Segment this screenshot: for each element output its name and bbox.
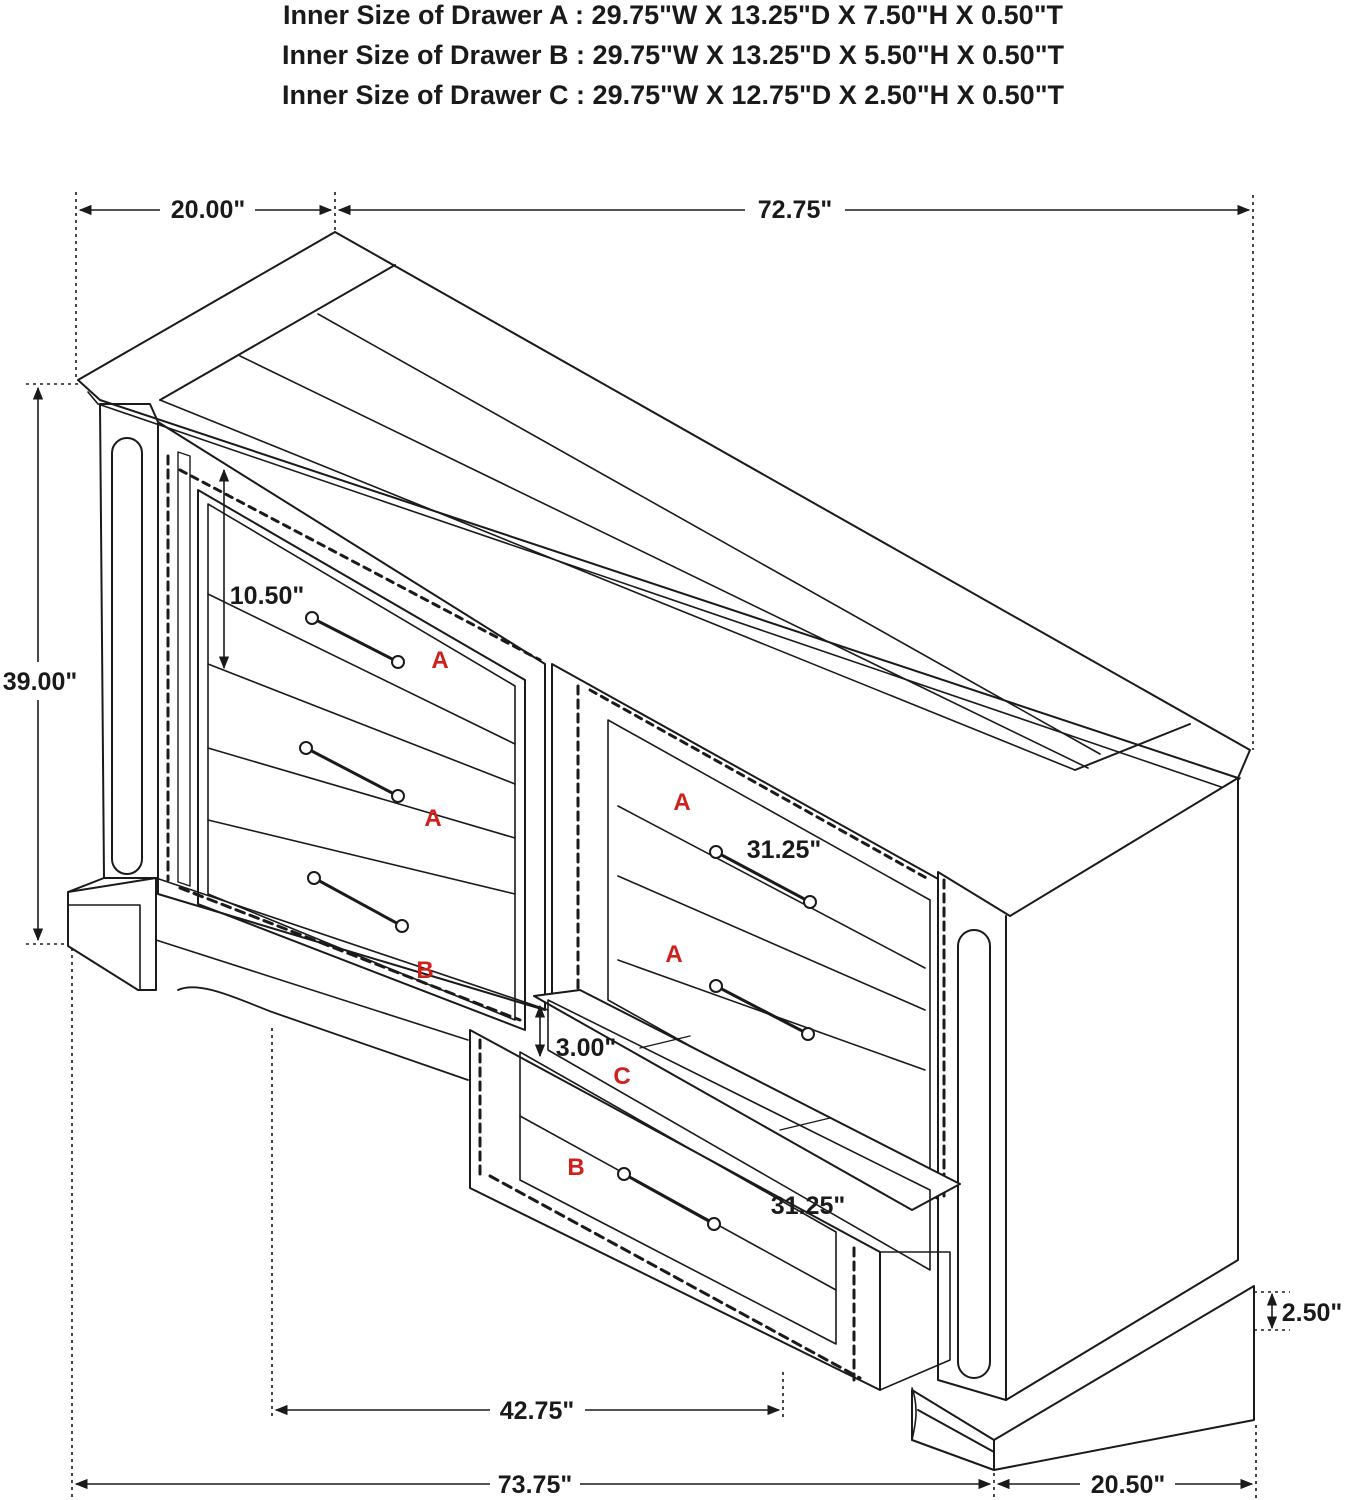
drawer-label-left-bottom: B: [416, 957, 433, 984]
drawer-label-open-drawer: B: [567, 1154, 584, 1181]
dimension-width-top: 72.75": [758, 196, 832, 224]
dimension-tray-height: 3.00": [556, 1034, 617, 1062]
dresser-outline: [67, 231, 1255, 1471]
drawer-label-left-middle: A: [424, 805, 441, 832]
dimension-drawer-width-lower: 31.25": [771, 1192, 845, 1220]
drawer-label-right-top: A: [673, 789, 690, 816]
dimension-inner-span: 42.75": [500, 1397, 574, 1425]
dimension-base-height: 2.50": [1282, 1299, 1343, 1327]
dimension-depth-top: 20.00": [171, 196, 245, 224]
drawer-handles: [299, 611, 817, 1231]
dimension-overall-depth: 20.50": [1091, 1471, 1165, 1499]
drawer-label-tray: C: [613, 1063, 630, 1090]
inner-size-drawer-a: Inner Size of Drawer A : 29.75"W X 13.25…: [282, 0, 1063, 30]
dimension-overall-width: 73.75": [498, 1471, 572, 1499]
inner-size-drawer-b: Inner Size of Drawer B : 29.75"W X 13.25…: [281, 40, 1064, 70]
drawer-label-right-middle: A: [665, 941, 682, 968]
dimension-drawer-width-upper: 31.25": [747, 836, 821, 864]
dimension-drawer-height: 10.50": [230, 582, 304, 610]
inner-size-drawer-c: Inner Size of Drawer C : 29.75"W X 12.75…: [281, 80, 1064, 110]
dimension-height: 39.00": [3, 668, 77, 696]
drawer-label-left-top: A: [431, 647, 448, 674]
